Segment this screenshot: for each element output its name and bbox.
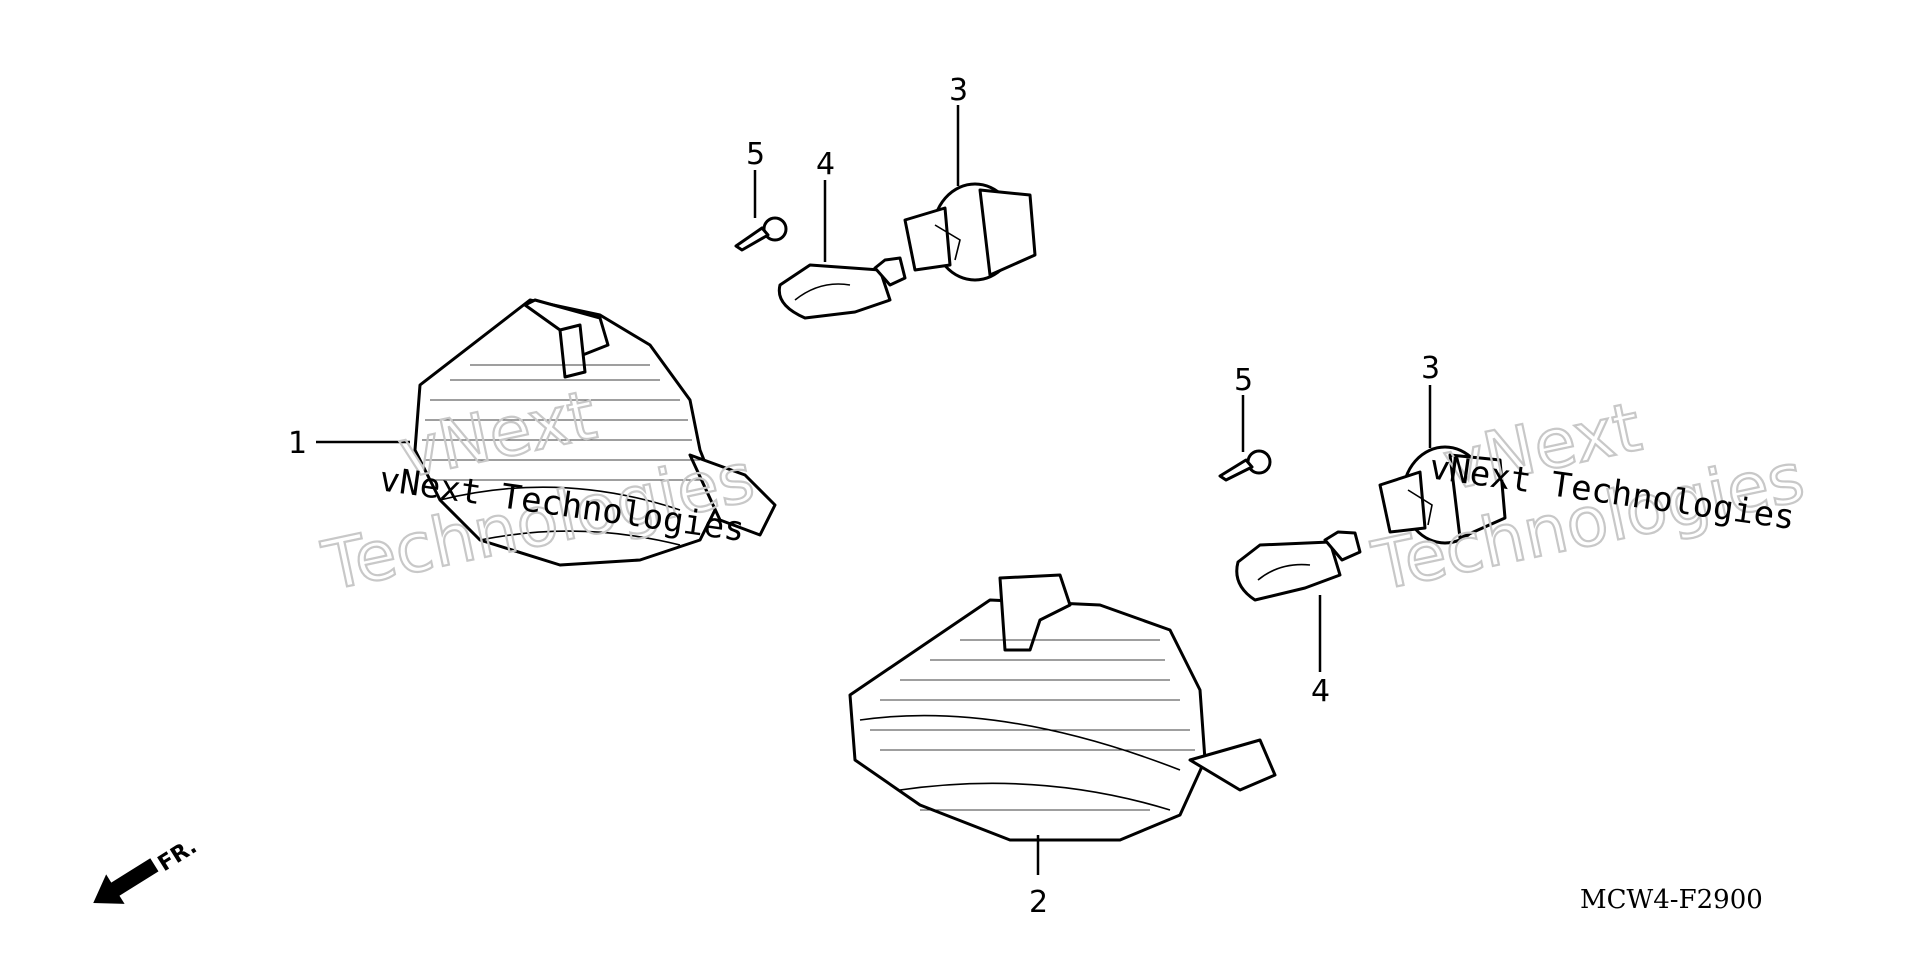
direction-label: FR. xyxy=(154,834,202,877)
callout-lens-right: 2 xyxy=(1029,885,1048,920)
leader-lines xyxy=(316,105,1432,875)
bulb-upper-shape xyxy=(777,256,907,320)
callout-socket-lower: 3 xyxy=(1421,351,1440,386)
lens-left-shape xyxy=(413,298,777,567)
callout-screw-upper: 5 xyxy=(746,137,765,172)
callout-lens-left: 1 xyxy=(288,426,307,461)
bulb-lower-shape xyxy=(1235,530,1362,602)
callout-screw-lower: 5 xyxy=(1234,363,1253,398)
callout-bulb-lower: 4 xyxy=(1311,674,1330,709)
direction-arrow: FR. xyxy=(93,834,202,904)
socket-upper-shape xyxy=(903,182,1037,282)
callout-socket-upper: 3 xyxy=(949,73,968,108)
diagram-code: MCW4-F2900 xyxy=(1580,885,1763,915)
callout-bulb-upper: 4 xyxy=(816,147,835,182)
screw-lower-shape xyxy=(1218,449,1272,482)
screw-upper-shape xyxy=(734,216,788,252)
lens-right-shape xyxy=(848,573,1277,842)
watermark: vNext Technologies vNext Technologies vN… xyxy=(315,375,1812,608)
socket-lower-shape xyxy=(1378,445,1507,545)
